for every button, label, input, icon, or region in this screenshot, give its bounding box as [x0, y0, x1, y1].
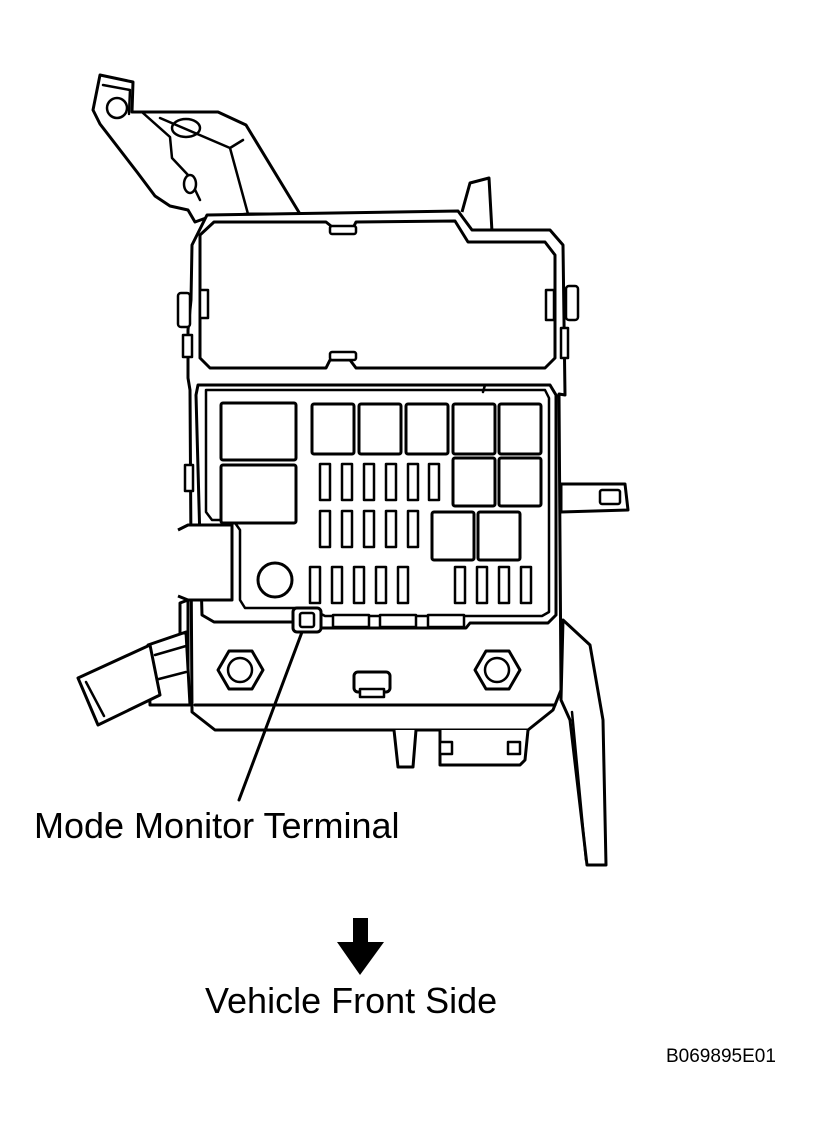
relay-block [219, 401, 543, 562]
mode-monitor-terminal-inner [298, 611, 316, 629]
direction-label: Vehicle Front Side [205, 980, 498, 1021]
callout-label: Mode Monitor Terminal [34, 805, 400, 846]
fuse-block [308, 462, 533, 629]
hex-nut-left [216, 649, 265, 691]
bottom-connectors [392, 729, 530, 769]
wire-hose [76, 643, 162, 727]
upper-rear-tab [460, 176, 494, 233]
mounting-bracket [91, 73, 302, 224]
mode-monitor-terminal [291, 606, 323, 634]
round-component [256, 561, 294, 599]
right-bracket [559, 482, 630, 867]
callout-leader-line [237, 630, 304, 802]
down-arrow-icon [337, 918, 384, 975]
figure-code: B069895E01 [666, 1046, 776, 1067]
center-clip [352, 670, 392, 699]
hex-nut-right [473, 649, 522, 691]
